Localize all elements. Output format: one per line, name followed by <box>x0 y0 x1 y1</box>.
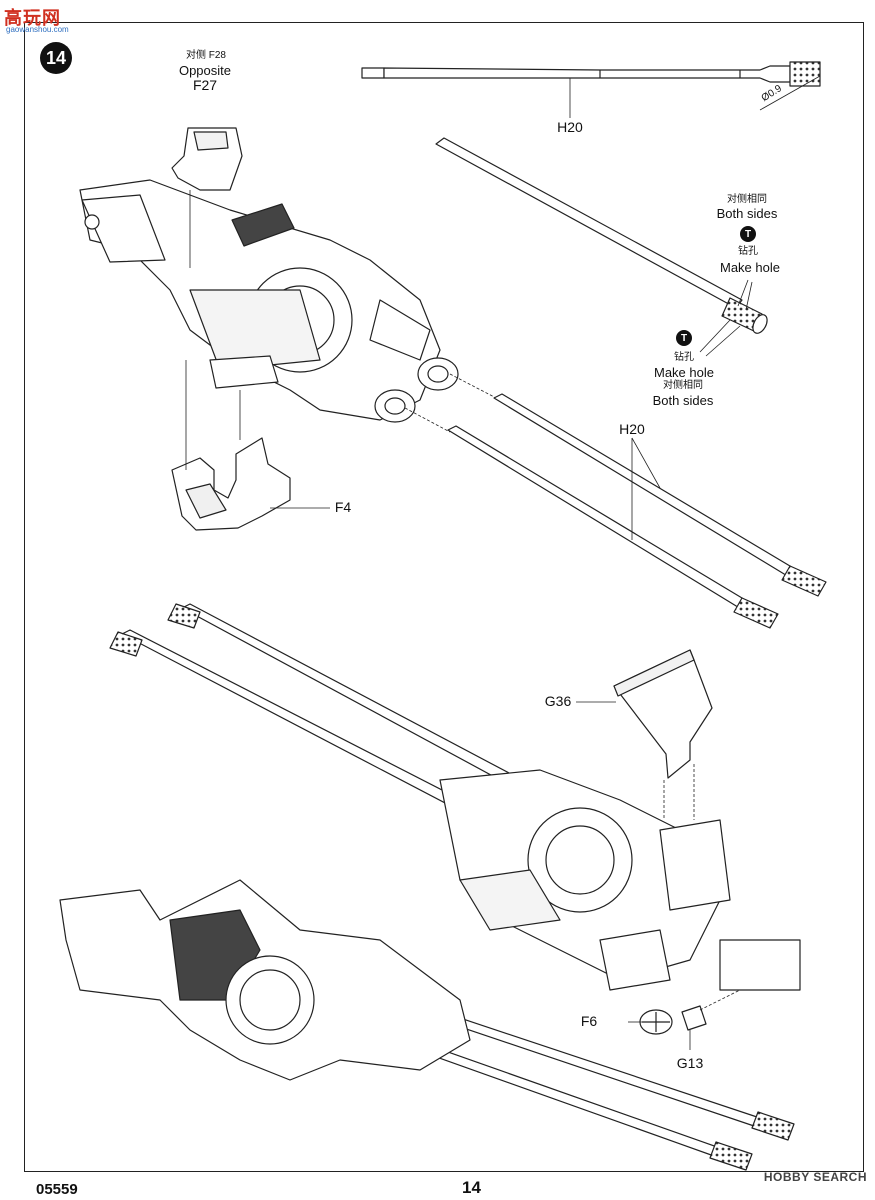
part-label-f6: F6 <box>580 1013 598 1029</box>
lower-gun-mount <box>59 769 801 1081</box>
page-number: 14 <box>462 1178 481 1197</box>
part-f27 <box>171 127 243 191</box>
drill-icon: T <box>740 226 756 242</box>
part-f4 <box>171 437 291 531</box>
f27-chinese-note: 对侧 F28 <box>185 50 226 61</box>
part-label-f27: F27 <box>192 77 218 93</box>
part-g13 <box>681 1005 707 1031</box>
make-hole-note-1: Make hole <box>720 260 780 275</box>
make-hole-chinese-note-1: 钻孔 <box>738 246 758 257</box>
barrel-h20-drill-view <box>435 137 768 334</box>
both-sides-chinese-note-1: 对侧相同 <box>727 194 767 205</box>
make-hole-note-2: Make hole <box>654 365 714 380</box>
both-sides-note-1: Both sides <box>716 206 778 221</box>
part-label-h20-mid: H20 <box>619 421 645 437</box>
both-sides-note-2: Both sides <box>652 393 714 408</box>
watermark-bottom: HOBBY SEARCH <box>763 1170 867 1184</box>
watermark-top: 高玩网 gaowanshou.com <box>4 4 76 34</box>
lower-barrels <box>109 603 795 1171</box>
step-number-badge: 14 <box>40 42 72 74</box>
watermark-top-sub: gaowanshou.com <box>6 25 69 34</box>
make-hole-chinese-note-2: 钻孔 <box>674 352 694 363</box>
part-label-h20-top: H20 <box>557 119 583 135</box>
both-sides-chinese-note-2: 对侧相同 <box>663 380 703 391</box>
barrel-h20-side-view <box>361 61 821 87</box>
watermark-top-main: 高玩网 <box>4 8 61 28</box>
product-code: 05559 <box>36 1181 78 1198</box>
f27-opposite-note: Opposite <box>178 63 232 78</box>
part-label-g36: G36 <box>544 693 572 709</box>
drill-icon: T <box>676 330 692 346</box>
barrels-h20-pair <box>447 393 827 629</box>
part-g36 <box>613 649 713 779</box>
page-frame <box>24 22 864 1172</box>
part-label-f4: F4 <box>334 499 352 515</box>
part-label-g13: G13 <box>676 1055 704 1071</box>
part-f6-handwheel <box>639 1009 673 1035</box>
upper-gun-mount <box>79 179 459 423</box>
